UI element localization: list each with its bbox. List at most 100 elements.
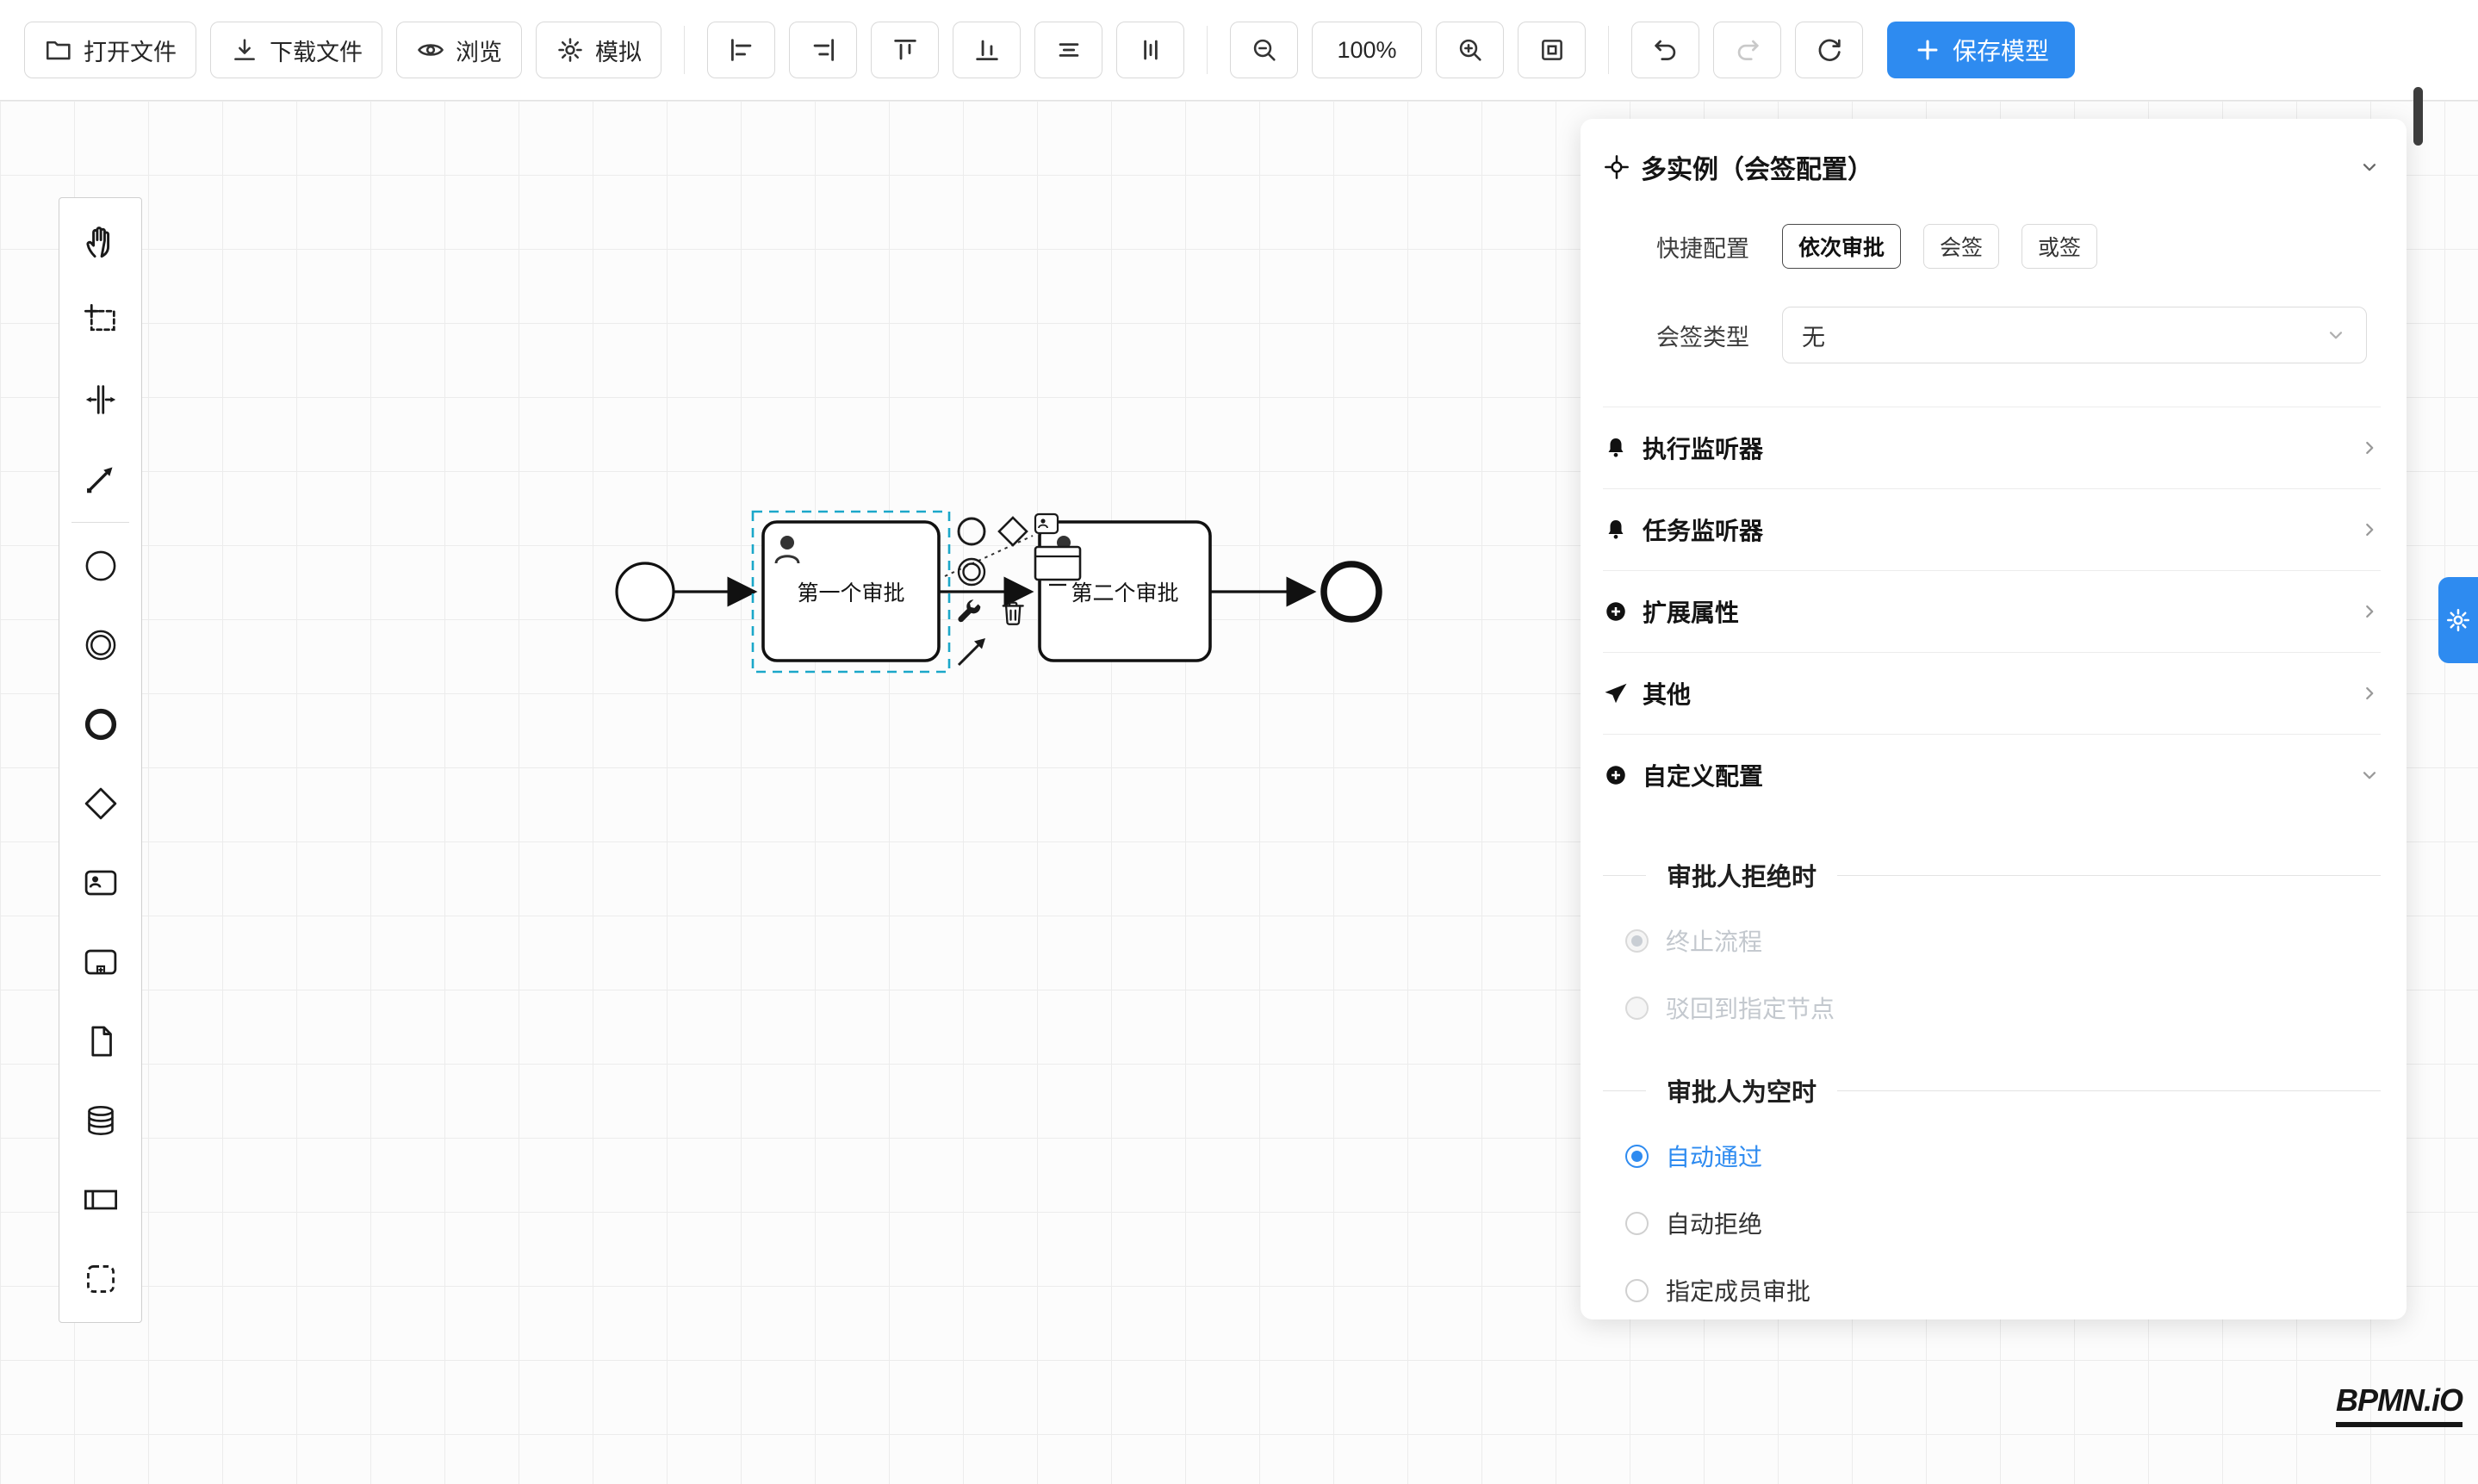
chevron-down-icon[interactable] [2358,156,2381,178]
delete-trash-icon[interactable] [1002,601,1024,625]
canvas[interactable]: 第一个审批 第二个审批 [0,101,2478,1484]
space-tool[interactable] [59,360,142,439]
align-right-button[interactable] [789,22,857,78]
task-label: 第二个审批 [1071,581,1178,605]
quick-config-sequential-button[interactable]: 依次审批 [1782,224,1902,269]
end-event-node[interactable] [1320,561,1382,623]
palette-separator [71,522,129,523]
user-icon [774,536,800,564]
radio-return-to-node[interactable]: 驳回到指定节点 [1625,981,2381,1034]
save-model-button[interactable]: 保存模型 [1887,22,2076,78]
panel-title: 多实例（会签配置） [1641,156,1873,184]
scrollbar-thumb[interactable] [2413,87,2423,146]
create-data-store[interactable] [59,1081,142,1160]
append-user-task-icon[interactable] [1034,512,1059,535]
global-connect-tool[interactable] [59,439,142,518]
gateway-icon [84,787,116,820]
redo-button[interactable] [1713,22,1781,78]
align-left-button[interactable] [707,22,775,78]
align-bottom-button[interactable] [953,22,1021,78]
quick-config-orsign-button[interactable]: 或签 [2022,224,2098,269]
quick-config-countersign-button[interactable]: 会签 [1923,224,2000,269]
align-bottom-icon [975,40,998,61]
selection-outline [751,510,951,674]
toolbar: 打开文件 下载文件 浏览 模拟 100% [0,0,2478,101]
settings-tab[interactable] [2438,577,2478,663]
open-file-button[interactable]: 打开文件 [24,22,196,78]
gear-icon [558,38,582,62]
create-intermediate-event[interactable] [59,605,142,685]
radio-auto-pass[interactable]: 自动通过 [1625,1129,2381,1183]
preview-label: 浏览 [456,39,502,65]
preview-button[interactable]: 浏览 [396,22,522,78]
global-connect-icon [86,467,112,494]
panel-header[interactable]: 多实例（会签配置） [1603,148,2381,186]
create-user-task[interactable] [59,843,142,922]
plus-circle-icon [1606,766,1625,785]
fit-viewport-button[interactable] [1518,22,1586,78]
create-end-event[interactable] [59,685,142,764]
replace-wrench-icon[interactable] [958,599,981,623]
create-participant[interactable] [59,1160,142,1239]
zoom-in-button[interactable] [1436,22,1504,78]
end-event-icon [84,708,116,741]
lasso-tool[interactable] [59,281,142,360]
distribute-vertical-button[interactable] [1116,22,1184,78]
start-event-node[interactable] [615,562,675,622]
send-icon [1605,683,1627,704]
distribute-horizontal-button[interactable] [1034,22,1102,78]
data-object-icon [90,1026,112,1057]
append-call-activity-icon[interactable] [1034,545,1082,587]
bpmn-logo[interactable]: BPMN.iO [2336,1382,2463,1427]
task-node-first-approval[interactable]: 第一个审批 [761,520,941,662]
append-end-event-icon[interactable] [957,517,986,546]
context-pad [944,512,1082,667]
plus-icon [1917,40,1938,60]
quick-config-row: 快捷配置 依次审批 会签 或签 [1656,224,2381,269]
simulate-button[interactable]: 模拟 [536,22,661,78]
zoom-out-icon [1253,39,1276,61]
radio-terminate-process[interactable]: 终止流程 [1625,914,2381,967]
radio-auto-reject[interactable]: 自动拒绝 [1625,1196,2381,1250]
create-data-object[interactable] [59,1002,142,1081]
data-store-icon [87,1106,114,1135]
toolbar-separator [1608,26,1609,74]
space-tool-icon [85,385,115,414]
section-execution-listener[interactable]: 执行监听器 [1603,407,2381,488]
toolbar-separator [684,26,685,74]
create-subprocess[interactable] [59,922,142,1002]
eye-icon [418,44,444,56]
section-extension-properties[interactable]: 扩展属性 [1603,570,2381,652]
create-group[interactable] [59,1239,142,1319]
section-custom-config[interactable]: 自定义配置 [1603,734,2381,816]
radio-icon [1625,1144,1649,1168]
create-start-event[interactable] [59,526,142,605]
zoom-out-button[interactable] [1230,22,1298,78]
folder-open-icon [46,40,71,60]
reset-button[interactable] [1795,22,1863,78]
quick-config-label: 快捷配置 [1656,235,1749,262]
append-intermediate-event-icon[interactable] [957,557,986,587]
distribute-vertical-icon [1143,40,1158,60]
task-node-second-approval[interactable]: 第二个审批 [1038,520,1212,662]
simulate-label: 模拟 [595,39,642,65]
undo-icon [1654,40,1675,60]
bell-icon [1608,438,1624,457]
hand-tool[interactable] [59,202,142,281]
zoom-level: 100% [1312,22,1422,78]
bell-icon [1608,520,1624,539]
participant-icon [84,1189,117,1210]
connect-arrow-icon[interactable] [957,638,985,667]
align-top-button[interactable] [871,22,939,78]
download-file-button[interactable]: 下载文件 [210,22,382,78]
append-gateway-icon[interactable] [997,516,1028,547]
undo-button[interactable] [1631,22,1699,78]
section-task-listener[interactable]: 任务监听器 [1603,488,2381,570]
radio-assign-member[interactable]: 指定成员审批 [1625,1264,2381,1317]
section-other[interactable]: 其他 [1603,652,2381,734]
properties-panel: 多实例（会签配置） 快捷配置 依次审批 会签 或签 会签类型 无 执行监听器 [1581,119,2407,1319]
save-model-label: 保存模型 [1953,38,2050,65]
create-gateway[interactable] [59,764,142,843]
sign-type-select[interactable]: 无 [1782,307,2367,363]
chevron-right-icon [2366,441,2374,455]
